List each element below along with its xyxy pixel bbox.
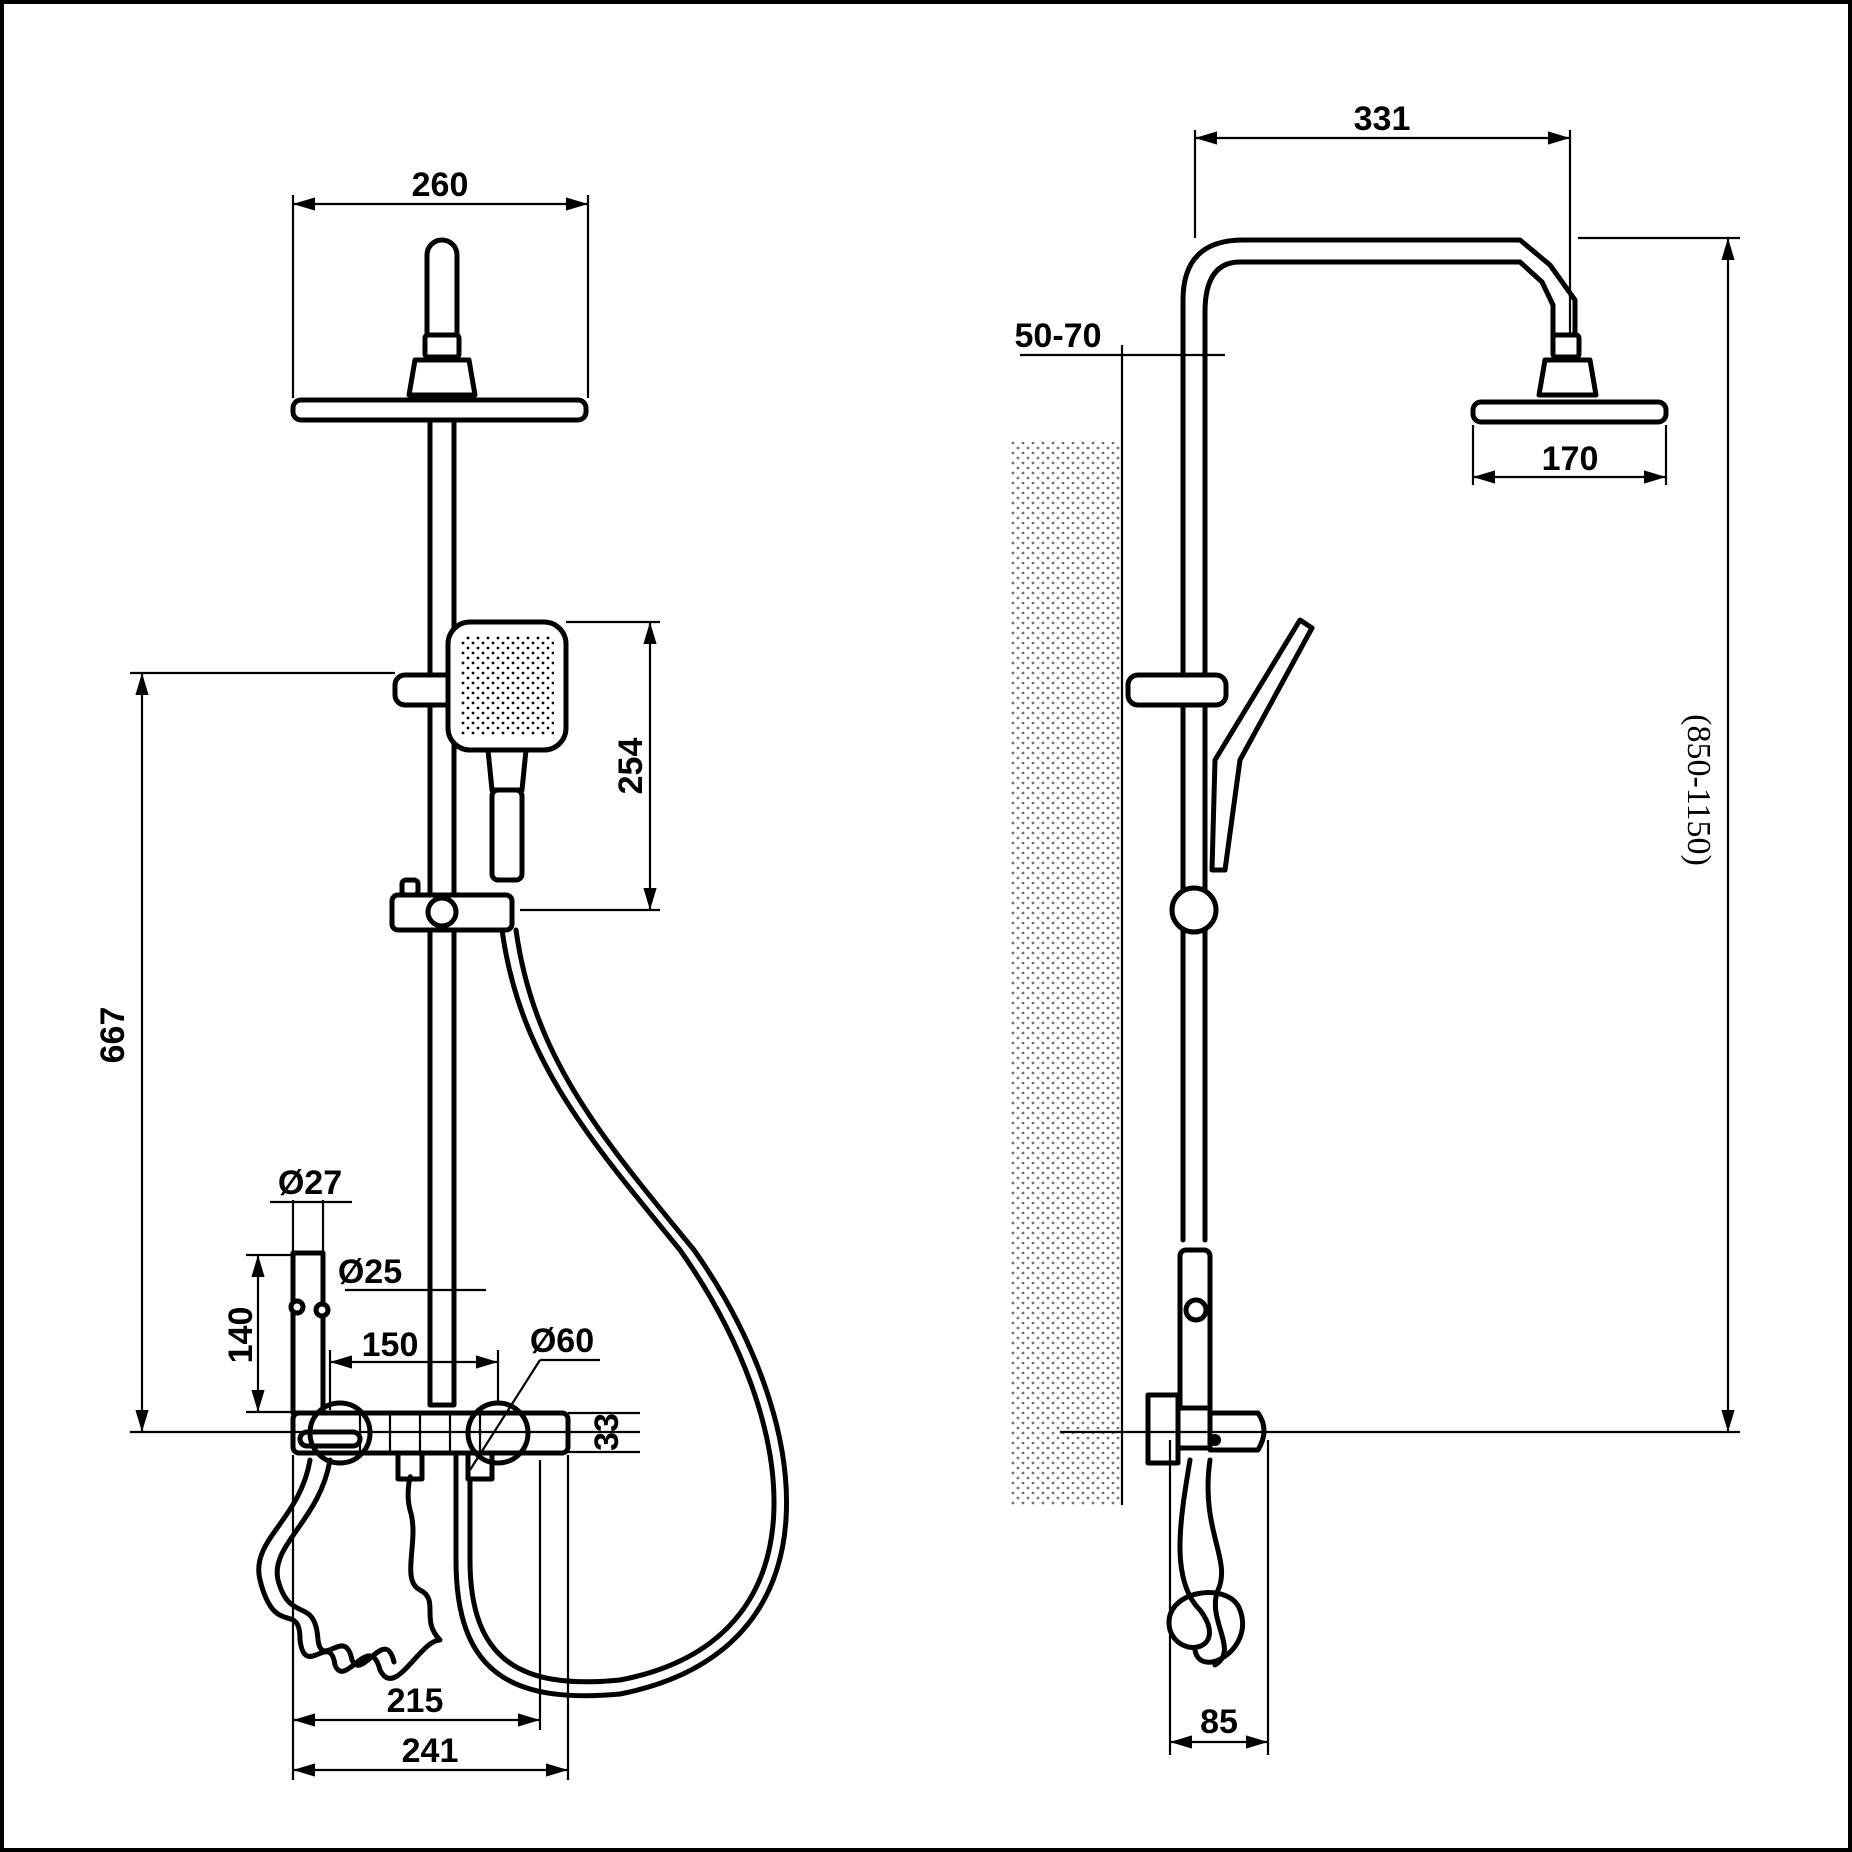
dim-85: 85 [1168, 1440, 1270, 1755]
dim-d25: Ø25 [338, 1253, 486, 1292]
dim-d60-label: Ø60 [530, 1322, 594, 1360]
dim-d25-label: Ø25 [338, 1253, 402, 1291]
overhead-shower-head [290, 237, 589, 423]
dim-33: 33 [568, 1411, 640, 1454]
dim-85-label: 85 [1200, 1703, 1238, 1741]
hand-shower [445, 619, 569, 883]
dim-254: 254 [520, 620, 660, 912]
dim-241-label: 241 [402, 1732, 459, 1770]
dim-d27: Ø27 [270, 1164, 352, 1252]
dim-667: 667 [94, 671, 640, 1434]
dim-150: 150 [328, 1326, 500, 1410]
dim-850-1150-label: (850-1150) [1680, 714, 1717, 866]
slide-bracket [389, 877, 515, 933]
dim-140: 140 [222, 1253, 293, 1414]
side-valve [1145, 1247, 1267, 1466]
dim-33-label: 33 [588, 1413, 626, 1451]
dim-260-label: 260 [412, 166, 469, 204]
dim-254-label: 254 [612, 738, 650, 795]
dim-331: 331 [1193, 100, 1572, 335]
dim-170-label: 170 [1542, 440, 1599, 478]
dim-215: 215 [291, 1455, 542, 1780]
side-shower-head [1470, 332, 1669, 425]
front-view: 260 254 667 Ø27 Ø25 [94, 166, 790, 1780]
coiled-hose [256, 1457, 443, 1681]
dim-50-70-label: 50-70 [1015, 317, 1102, 355]
dim-241: 241 [293, 1455, 570, 1780]
dim-150-label: 150 [362, 1326, 419, 1364]
tub-spout [288, 1250, 331, 1416]
dim-331-label: 331 [1354, 100, 1411, 138]
dim-170: 170 [1471, 425, 1668, 485]
dim-50-70: 50-70 [1015, 317, 1225, 357]
riser-and-arm [1180, 237, 1578, 1243]
dim-215-label: 215 [387, 1682, 444, 1720]
dim-d60: Ø60 [469, 1322, 600, 1471]
dim-d27-label: Ø27 [278, 1164, 342, 1202]
hose [467, 927, 777, 1685]
dim-140-label: 140 [222, 1307, 260, 1364]
dim-850-1150: (850-1150) [1060, 236, 1740, 1434]
side-view: 331 50-70 170 (850-1150) 85 [1010, 100, 1740, 1755]
side-holder [1125, 672, 1229, 708]
side-hand-shower [1209, 617, 1315, 873]
mixer-valve [290, 1400, 571, 1482]
wall-section [1010, 440, 1120, 1505]
dim-260: 260 [291, 166, 590, 398]
side-slide-ball [1169, 885, 1219, 935]
dim-667-label: 667 [94, 1007, 132, 1064]
